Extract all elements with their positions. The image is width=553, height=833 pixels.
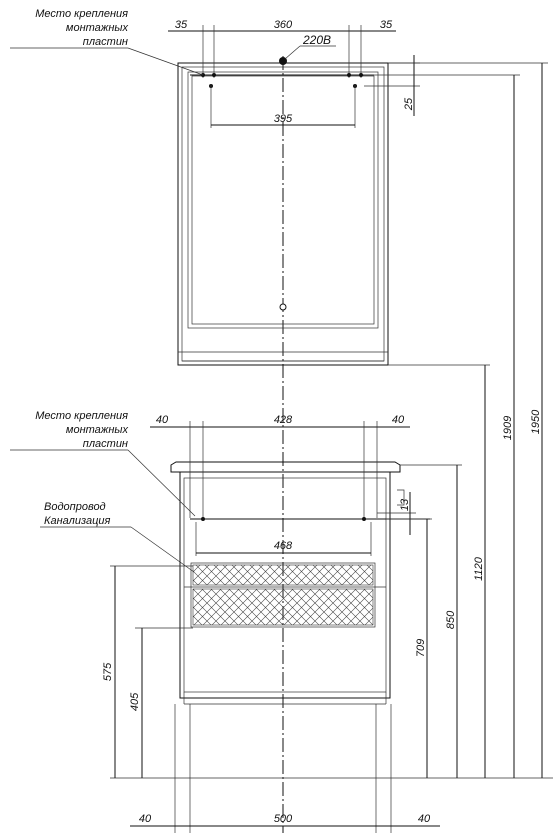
dim-vanity-top-mid: 428	[274, 414, 293, 426]
mirror-inner-dimension: 395	[209, 84, 357, 128]
mount-label-bottom-line1: Место крепления	[35, 410, 128, 422]
mount-label-top-line1: Место крепления	[35, 8, 128, 20]
dim-h-1909: 1909	[502, 416, 514, 440]
mount-label-bottom-line2: монтажных	[66, 424, 129, 436]
vanity-inner-dimension: 468	[195, 522, 372, 556]
plumbing-label-line2: Канализация	[44, 515, 110, 527]
dim-h-709: 709	[415, 639, 427, 657]
mount-label-top-line2: монтажных	[66, 22, 129, 34]
power-label: 220В	[302, 33, 331, 47]
dim-bottom-left: 40	[139, 813, 152, 825]
mirror-top-dimension: 35 360 35	[168, 19, 396, 78]
dim-h-405: 405	[129, 692, 141, 711]
dim-vanity-inner: 468	[274, 540, 293, 552]
dim-bottom-mid: 500	[274, 813, 293, 825]
vanity-offset-dimension: 13	[377, 492, 416, 535]
dim-h-1120: 1120	[473, 556, 485, 581]
mirror-hook	[279, 303, 287, 311]
dim-vanity-offset: 13	[399, 498, 411, 511]
dim-h-575: 575	[102, 662, 114, 681]
power-connection: 220В	[279, 33, 336, 65]
dim-h-850: 850	[445, 610, 457, 629]
vanity-cabinet	[170, 461, 405, 705]
dim-mirror-inner: 395	[274, 113, 293, 125]
plumbing-label: Водопровод Канализация	[40, 501, 195, 573]
dim-vanity-top-right: 40	[392, 414, 405, 426]
dim-mirror-offset: 25	[403, 97, 415, 111]
dim-mirror-top-left: 35	[175, 19, 188, 31]
mirror-offset-dimension: 25	[364, 55, 420, 116]
vanity-top-dimension: 40 428 40	[150, 414, 430, 521]
dim-h-1950: 1950	[530, 409, 542, 434]
plumbing-label-line1: Водопровод	[44, 501, 106, 513]
mount-label-top: Место крепления монтажных пластин	[10, 8, 204, 76]
dim-mirror-top-right: 35	[380, 19, 393, 31]
mount-label-bottom: Место крепления монтажных пластин	[10, 410, 196, 517]
dim-vanity-top-left: 40	[156, 414, 169, 426]
mount-label-bottom-line3: пластин	[83, 438, 128, 450]
dim-bottom-right: 40	[418, 813, 431, 825]
dim-mirror-top-mid: 360	[274, 19, 293, 31]
right-height-dimensions: 1950 1909 1120 850 709	[364, 62, 548, 778]
mount-label-top-line3: пластин	[83, 36, 128, 48]
bottom-width-dimension: 40 500 40	[130, 704, 440, 833]
left-height-dimensions: 575 405	[102, 565, 193, 778]
